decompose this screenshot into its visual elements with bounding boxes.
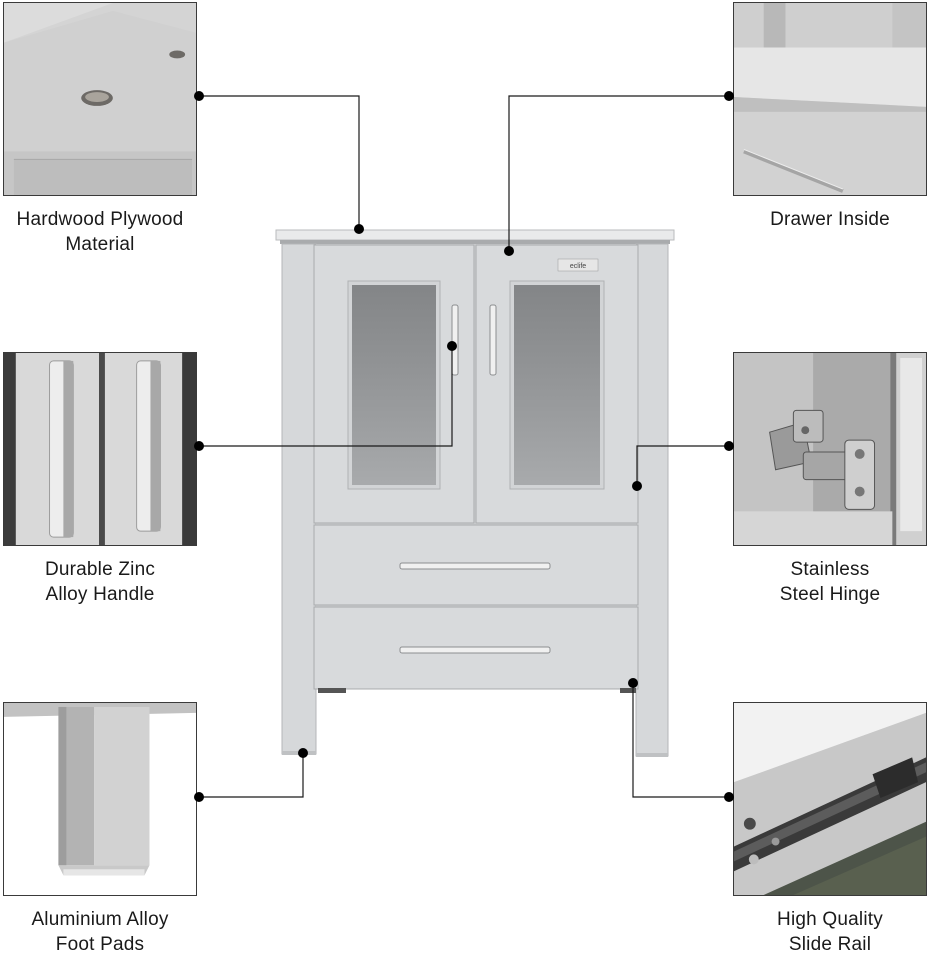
caption-line: Material [65,234,135,255]
right-door [475,244,639,524]
vanity-cabinet-image: eclife [275,229,675,757]
top-drawer [313,524,639,606]
callout-dot [298,748,308,758]
caption-line: Durable Zinc [44,559,156,580]
slide-rail-detail-image [733,702,927,896]
callout-dot [724,792,734,802]
bottom-drawer [313,606,639,690]
callout-dot [632,481,642,491]
caption-line: Stainless [790,559,870,580]
callout-dot [447,341,457,351]
callout-dot [628,678,638,688]
callout-dot [194,792,204,802]
caption-plywood: Hardwood Plywood Material [0,207,200,257]
caption-hinge: Stainless Steel Hinge [730,557,929,607]
callout-dot [724,91,734,101]
callout-dot [194,441,204,451]
plywood-detail-image [3,2,197,196]
caption-line: Slide Rail [788,934,872,955]
caption-line: Aluminium Alloy [31,909,169,930]
drawer-inside-image [733,2,927,196]
callout-dot [724,441,734,451]
caption-drawer: Drawer Inside [730,207,929,232]
caption-line: High Quality [777,909,883,930]
caption-handle: Durable Zinc Alloy Handle [0,557,200,607]
caption-line: Alloy Handle [45,584,155,605]
callout-dot [194,91,204,101]
hinge-detail-image [733,352,927,546]
left-door [313,244,475,524]
callout-dot [354,224,364,234]
caption-slide: High Quality Slide Rail [730,907,929,957]
caption-line: Steel Hinge [779,584,881,605]
caption-line: Foot Pads [55,934,145,955]
handle-detail-image [3,352,197,546]
brand-logo: eclife [570,263,586,270]
caption-footpad: Aluminium Alloy Foot Pads [0,907,200,957]
footpad-detail-image [3,702,197,896]
caption-line: Hardwood Plywood [16,209,184,230]
callout-dot [504,246,514,256]
caption-line: Drawer Inside [770,209,890,230]
